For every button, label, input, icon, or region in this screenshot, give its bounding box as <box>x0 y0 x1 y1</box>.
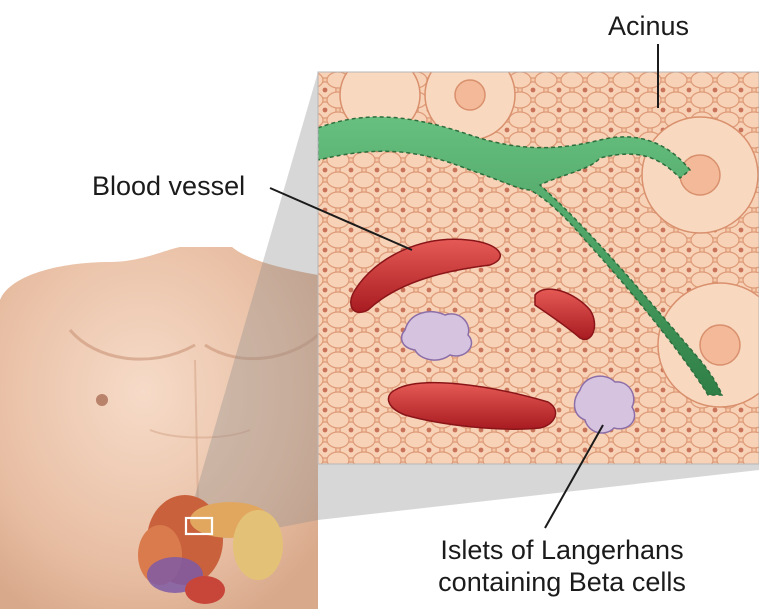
left-nipple-icon <box>96 394 108 406</box>
islets-label-line1: Islets of Langerhans <box>392 534 732 566</box>
blood-vessel-label: Blood vessel <box>92 170 245 202</box>
islets-label-line2: containing Beta cells <box>392 566 732 598</box>
tissue-panel <box>318 50 759 464</box>
islets-label: Islets of Langerhans containing Beta cel… <box>392 534 732 598</box>
acinus-label: Acinus <box>608 10 689 42</box>
